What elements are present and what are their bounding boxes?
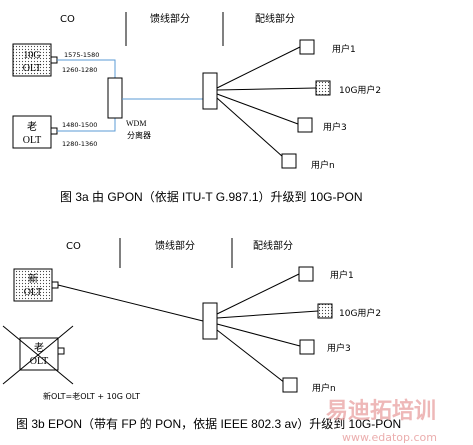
onu-user-3 [297,117,313,133]
header-feeder: 馈线部分 [150,12,190,25]
drop-fiber [216,323,301,347]
header-distribution: 配线部分 [253,239,293,252]
olt-equation-note: 新OLT=老OLT + 10G OLT [43,391,140,401]
drop-fiber [216,87,317,91]
olt-old-label-1: 老 [27,120,37,133]
wdm-label-2: 分离器 [127,130,151,140]
olt-10g-label-1: 10G [23,50,40,61]
onu-user-1 [298,266,314,282]
link-10g-olt-to-wdm [57,59,116,78]
header-co: CO [66,241,81,252]
wavelength-label: 1575-1580 [64,51,99,59]
drop-fiber [216,93,299,125]
olt-old: 老 OLT [12,115,58,149]
user-label: 用户3 [327,342,351,354]
olt-10g-label-2: OLT [23,63,42,74]
onu-user-2-10g [317,303,333,319]
wavelength-label: 1480-1500 [62,121,97,129]
caption-3a: 图 3a 由 GPON（依据 ITU-T G.987.1）升级到 10G-PON [60,189,363,204]
olt-10g: 10G OLT [12,43,58,77]
diagram-3a: CO 馈线部分 配线部分 10G OLT 老 OLT 1575-1580 126… [12,12,381,204]
header-feeder: 馈线部分 [155,239,195,252]
wavelength-label: 1280-1360 [62,140,97,148]
olt-old-removed: 老 OLT [2,325,74,385]
onu-user-n [282,377,298,393]
user-label: 用户n [312,382,336,394]
user-label: 用户1 [332,43,356,55]
cross-line [2,325,74,385]
watermark-logo-text: 易迪拓培训 [326,398,436,424]
user-label: 用户3 [323,121,347,133]
olt-new-label-1: 新 [28,272,38,285]
wdm-splitter [107,77,123,119]
passive-splitter [202,72,218,110]
drop-fiber [216,273,300,315]
onu-user-3 [299,339,315,355]
onu-user-n [281,153,297,169]
drop-fiber [216,46,301,89]
header-distribution: 配线部分 [255,12,295,25]
passive-splitter [202,302,218,340]
feeder-fiber [57,284,204,322]
watermark-url: www.edatop.com [342,431,437,444]
onu-user-1 [299,39,315,55]
user-label: 用户1 [330,269,354,281]
diagram-3b: CO 馈线部分 配线部分 新 OLT 老 OLT 新OLT=老OLT + 10G… [2,238,401,431]
olt-new-label-2: OLT [24,287,43,298]
link-old-olt-to-wdm [57,118,116,132]
wavelength-label: 1260-1280 [62,66,97,74]
wdm-label: WDM [126,119,146,128]
drop-fiber [216,97,284,158]
user-label: 10G用户2 [339,307,381,319]
watermark: 易迪拓培训 www.edatop.com [326,398,437,444]
olt-old-label-1: 老 [34,341,44,354]
olt-new: 新 OLT [13,268,59,302]
drop-fiber [216,329,286,384]
olt-old-label-2: OLT [23,135,42,146]
caption-3b: 图 3b EPON（带有 FP 的 PON，依据 IEEE 802.3 av）升… [16,416,401,431]
onu-user-2-10g [315,80,331,96]
olt-old-label-2: OLT [30,356,49,367]
user-label: 用户n [311,159,335,171]
drop-fiber [216,310,319,319]
header-co: CO [60,14,75,25]
user-label: 10G用户2 [339,84,381,96]
